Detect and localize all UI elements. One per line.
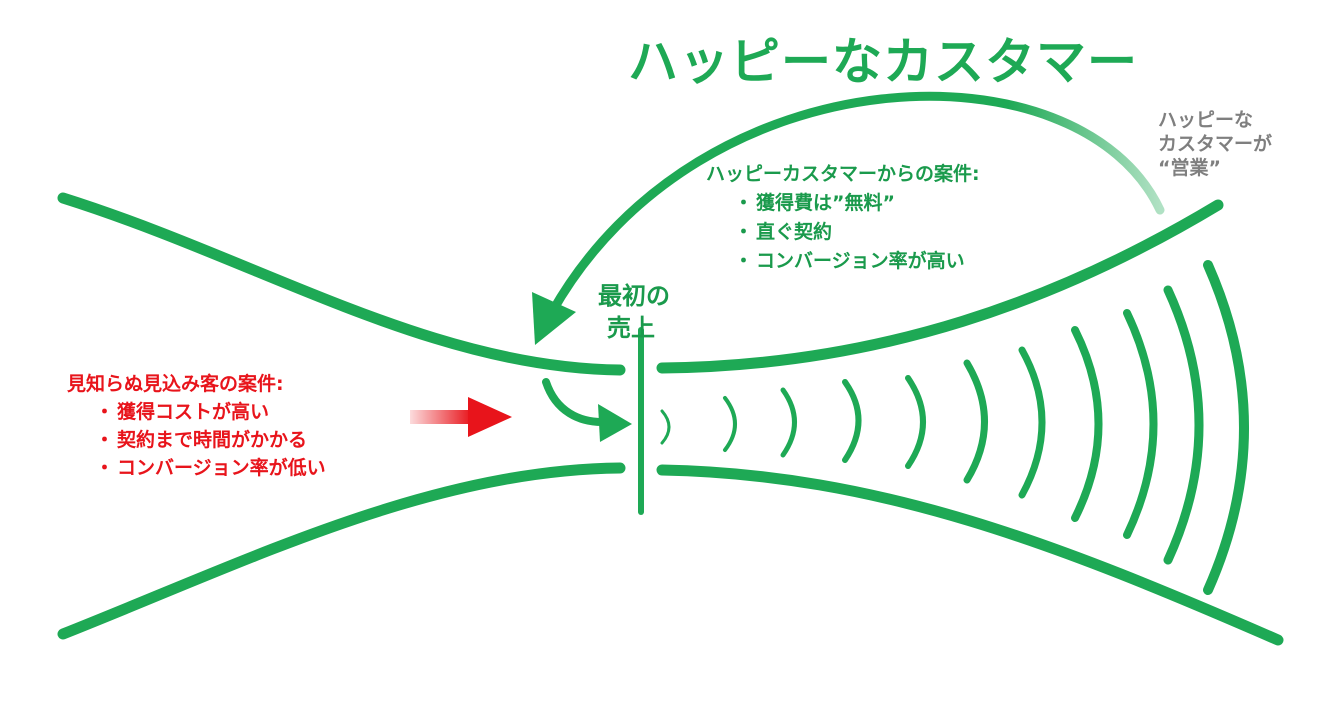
growth-arc bbox=[1203, 260, 1249, 595]
happy-note-line: ハッピーな bbox=[1158, 109, 1254, 131]
left-funnel-bottom-curve bbox=[57, 462, 626, 640]
happy-leads-bullet: ・コンバージョン率が高い bbox=[706, 247, 980, 276]
referral-loop-arrowhead bbox=[532, 292, 576, 345]
stranger-leads-heading: 見知らぬ見込み客の案件: bbox=[67, 373, 284, 395]
happy-leads-bullet-text: 獲得費は”無料” bbox=[756, 192, 895, 214]
growth-arc bbox=[660, 409, 671, 445]
first-sale-label: 最初の 売上 bbox=[598, 280, 670, 344]
small-curved-arrowhead bbox=[598, 404, 632, 442]
bullet-dot: ・ bbox=[95, 429, 115, 451]
stranger-leads-bullet: ・コンバージョン率が低い bbox=[67, 454, 326, 482]
stranger-leads-bullet: ・獲得コストが高い bbox=[67, 398, 326, 426]
stranger-leads-bullet: ・契約まで時間がかかる bbox=[67, 426, 326, 454]
happy-leads-heading: ハッピーカスタマーからの案件: bbox=[706, 163, 980, 185]
stranger-leads-block: 見知らぬ見込み客の案件: ・獲得コストが高い ・契約まで時間がかかる ・コンバー… bbox=[67, 370, 326, 482]
happy-leads-bullet-text: 直ぐ契約 bbox=[756, 221, 833, 243]
bullet-dot: ・ bbox=[734, 221, 754, 243]
growth-arc bbox=[1018, 346, 1046, 499]
growth-arc bbox=[963, 359, 988, 484]
stranger-leads-bullet-text: 獲得コストが高い bbox=[117, 401, 270, 423]
first-sale-line: 最初の bbox=[598, 282, 670, 310]
bullet-dot: ・ bbox=[95, 457, 115, 479]
happy-leads-bullet: ・直ぐ契約 bbox=[706, 218, 980, 247]
happy-note-line: カスタマーが bbox=[1158, 133, 1273, 155]
referral-loop-arrow bbox=[547, 91, 1165, 317]
growth-arc bbox=[1163, 285, 1204, 565]
stranger-leads-bullet-text: 契約まで時間がかかる bbox=[117, 429, 308, 451]
growth-arc bbox=[842, 379, 862, 463]
happy-leads-bullet: ・獲得費は”無料” bbox=[706, 189, 980, 218]
happy-leads-block: ハッピーカスタマーからの案件: ・獲得費は”無料” ・直ぐ契約 ・コンバージョン… bbox=[706, 160, 980, 276]
stranger-leads-bullet-text: コンバージョン率が低い bbox=[117, 457, 326, 479]
bullet-dot: ・ bbox=[95, 401, 115, 423]
bullet-dot: ・ bbox=[734, 192, 754, 214]
growth-arc bbox=[723, 396, 737, 452]
first-sale-line: 売上 bbox=[607, 314, 655, 342]
stranger-arrow-head bbox=[468, 397, 512, 437]
growth-arc bbox=[1071, 326, 1103, 522]
stranger-arrow-shaft bbox=[410, 410, 472, 424]
bullet-dot: ・ bbox=[734, 250, 754, 272]
growth-arc bbox=[780, 387, 797, 458]
small-curved-arrow bbox=[542, 378, 606, 426]
happy-leads-bullet-text: コンバージョン率が高い bbox=[756, 250, 965, 272]
right-funnel-top-curve bbox=[656, 199, 1224, 374]
page-title: ハッピーなカスタマー bbox=[628, 33, 1138, 91]
happy-note-line: “営業” bbox=[1158, 157, 1221, 179]
happy-customer-sales-note: ハッピーな カスタマーが “営業” bbox=[1158, 108, 1272, 180]
left-funnel-top-curve bbox=[57, 192, 626, 376]
growth-arc bbox=[1123, 309, 1158, 539]
right-funnel-bottom-curve bbox=[656, 464, 1284, 646]
growth-arc bbox=[905, 375, 926, 469]
